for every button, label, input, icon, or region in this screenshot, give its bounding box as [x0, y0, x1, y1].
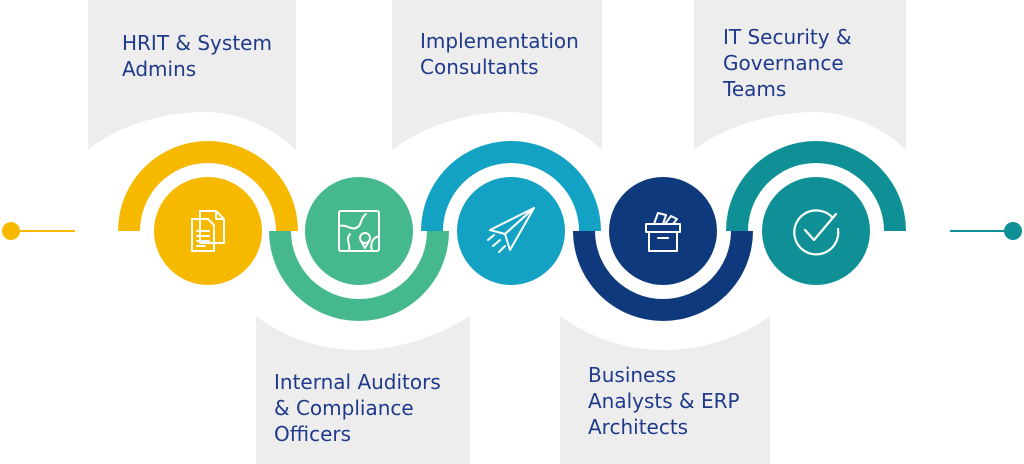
start-dot — [2, 222, 20, 240]
panel-4 — [560, 316, 770, 464]
panel-1 — [88, 0, 296, 150]
stage-label-4: Business Analysts & ERP Architects — [588, 363, 740, 439]
check-circle-icon — [793, 209, 840, 256]
panel-2 — [256, 316, 470, 464]
arc-3 — [421, 141, 601, 231]
stage-label-5: IT Security & Governance Teams — [723, 25, 852, 101]
arc-2 — [269, 231, 449, 321]
map-location-icon — [338, 210, 380, 252]
arc-4 — [573, 231, 753, 321]
stage-label-2: Internal Auditors & Compliance Officers — [274, 370, 441, 446]
archive-box-icon — [645, 212, 681, 252]
end-dot — [1004, 222, 1022, 240]
arc-1 — [118, 141, 298, 231]
stage-node-5 — [757, 172, 875, 290]
paper-plane-icon — [487, 207, 535, 253]
stage-label-1: HRIT & System Admins — [122, 31, 272, 81]
label-panels — [88, 0, 906, 464]
stage-node-3 — [452, 172, 570, 290]
stage-node-2 — [300, 172, 418, 290]
panel-3 — [392, 0, 602, 150]
stage-label-3: Implementation Consultants — [420, 29, 579, 79]
arc-5 — [726, 141, 906, 231]
documents-icon — [191, 210, 225, 252]
panel-5 — [694, 0, 906, 150]
